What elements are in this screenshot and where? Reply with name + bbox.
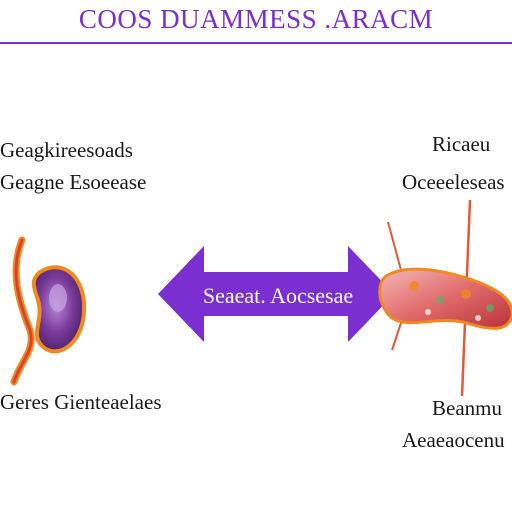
right-label-top: Ricaeu (432, 132, 491, 156)
right-label-bottom: Beanmu (432, 396, 502, 420)
left-label-top: Geagkireesoads (0, 138, 133, 162)
page-title: COOS DUAMMESS .ARACM (78, 4, 434, 34)
left-label-sub: Geagne Esoeease (0, 170, 147, 194)
right-label-sub: Oceeeleseas (402, 170, 505, 194)
right-label-bottom-sub: Aeaeaocenu (402, 428, 505, 452)
header-band (0, 0, 512, 44)
intestine-icon (378, 199, 512, 397)
double-arrow-icon (158, 246, 394, 342)
left-label-bottom: Geres Gienteaelaes (0, 390, 162, 414)
arrow-label: Seaeat. Aocsesae (202, 283, 354, 308)
stomach-icon (10, 236, 87, 386)
